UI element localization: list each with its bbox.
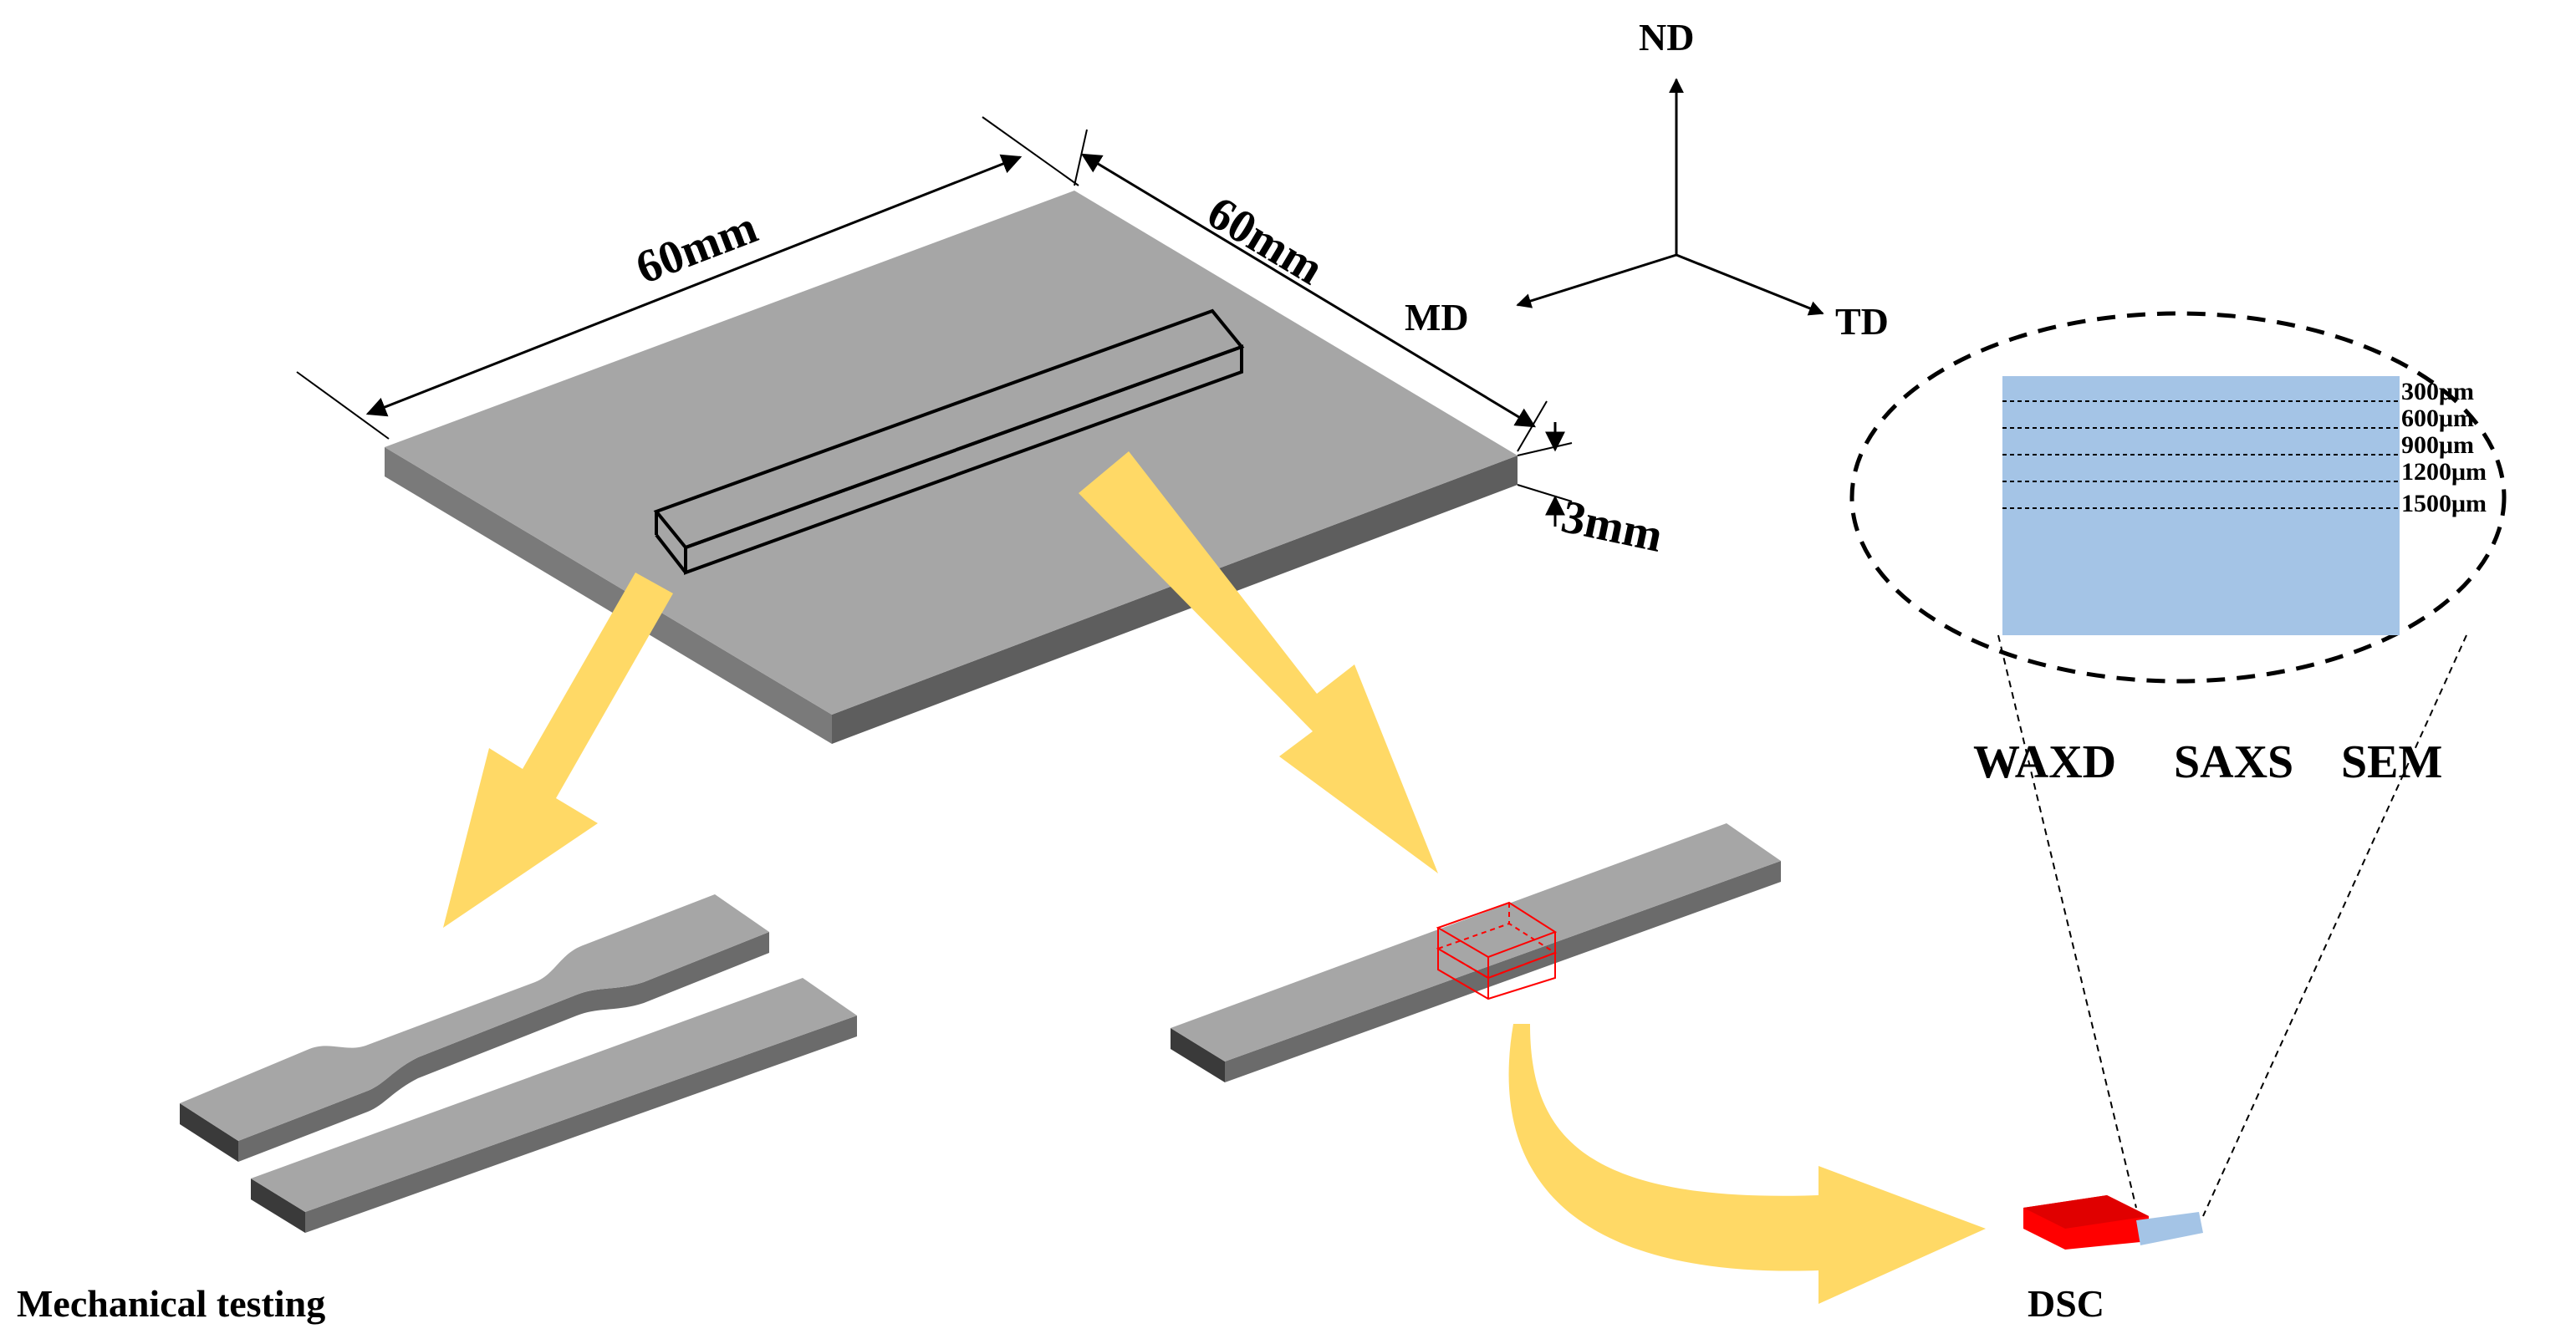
red-selection-box (1436, 901, 1558, 1000)
width-dimension-label: 60mm (629, 201, 764, 294)
depth-label-1200: 1200μm (2401, 458, 2487, 486)
dogbone-front (238, 932, 769, 1162)
sem-label: SEM (2341, 736, 2442, 788)
dimension-thickness: 3mm (1517, 422, 1667, 563)
axis-nd-label: ND (1639, 16, 1694, 59)
dsc-blue-slice (2136, 1212, 2203, 1245)
bar2-top (1171, 823, 1781, 1061)
dogbone-side (180, 1103, 238, 1162)
bar1-side (251, 1179, 305, 1233)
coordinate-axes: ND MD TD (1405, 16, 1889, 343)
dogbone-top (180, 894, 769, 1141)
molded-plate (385, 191, 1518, 744)
mechanical-testing-label: Mechanical testing (17, 1282, 325, 1325)
dsc-sample (2023, 1195, 2203, 1250)
yellow-arrow-left (443, 573, 673, 928)
depth-label-1500: 1500μm (2401, 490, 2487, 517)
depth-lines (2002, 400, 2400, 509)
arrow-to-dsc (1508, 1024, 1986, 1304)
cross-section-layers (2002, 376, 2400, 635)
arrow-to-bar (1079, 451, 1438, 873)
plate-right-side (832, 456, 1518, 744)
arrow-to-mechanical (443, 573, 673, 928)
bar-specimen-mechanical (251, 978, 857, 1233)
axis-md-label: MD (1405, 296, 1469, 339)
waxd-label: WAXD (1973, 736, 2116, 788)
bar2-side (1171, 1028, 1225, 1082)
depth-label-900: 900μm (2401, 431, 2474, 459)
bar1-top (251, 978, 857, 1212)
depth-label-300: 300μm (2401, 378, 2474, 405)
yellow-curved-arrow (1508, 1024, 1986, 1304)
depth-labels: 300μm 600μm 900μm 1200μm 1500μm (2401, 378, 2487, 517)
yellow-arrow-right (1079, 451, 1438, 873)
axis-td-label: TD (1835, 300, 1889, 343)
zoom-line-left (1997, 634, 2137, 1209)
depth-label-600: 600μm (2401, 405, 2474, 432)
zoom-ellipse (1849, 311, 2507, 684)
bar-specimen-analysis (1171, 823, 1781, 1082)
thickness-dimension-label: 3mm (1557, 491, 1667, 563)
bar1-front (305, 1016, 857, 1233)
technique-labels: WAXD SAXS SEM (1973, 736, 2442, 788)
dogbone-specimen (180, 894, 769, 1162)
plate-front-side (385, 447, 832, 744)
dsc-label: DSC (2028, 1282, 2104, 1325)
zoom-line-right (2202, 634, 2467, 1217)
saxs-label: SAXS (2174, 736, 2293, 788)
